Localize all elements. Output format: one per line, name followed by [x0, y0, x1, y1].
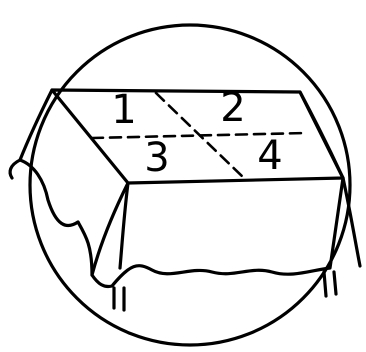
- cloth-drape-left-edge: [10, 160, 20, 178]
- table-leg-front-right-b: [334, 272, 336, 294]
- quadrant-1-label: 1: [111, 87, 136, 133]
- circular-frame: [30, 25, 350, 345]
- table-leg-front-right-a: [324, 272, 326, 296]
- quadrant-4-label: 4: [257, 133, 282, 179]
- cloth-drape-front: [92, 178, 343, 287]
- cloth-drape-left-fold: [78, 222, 92, 275]
- quadrant-3-label: 3: [144, 135, 169, 181]
- quadrant-2-label: 2: [220, 85, 245, 131]
- tabletop: [52, 90, 343, 183]
